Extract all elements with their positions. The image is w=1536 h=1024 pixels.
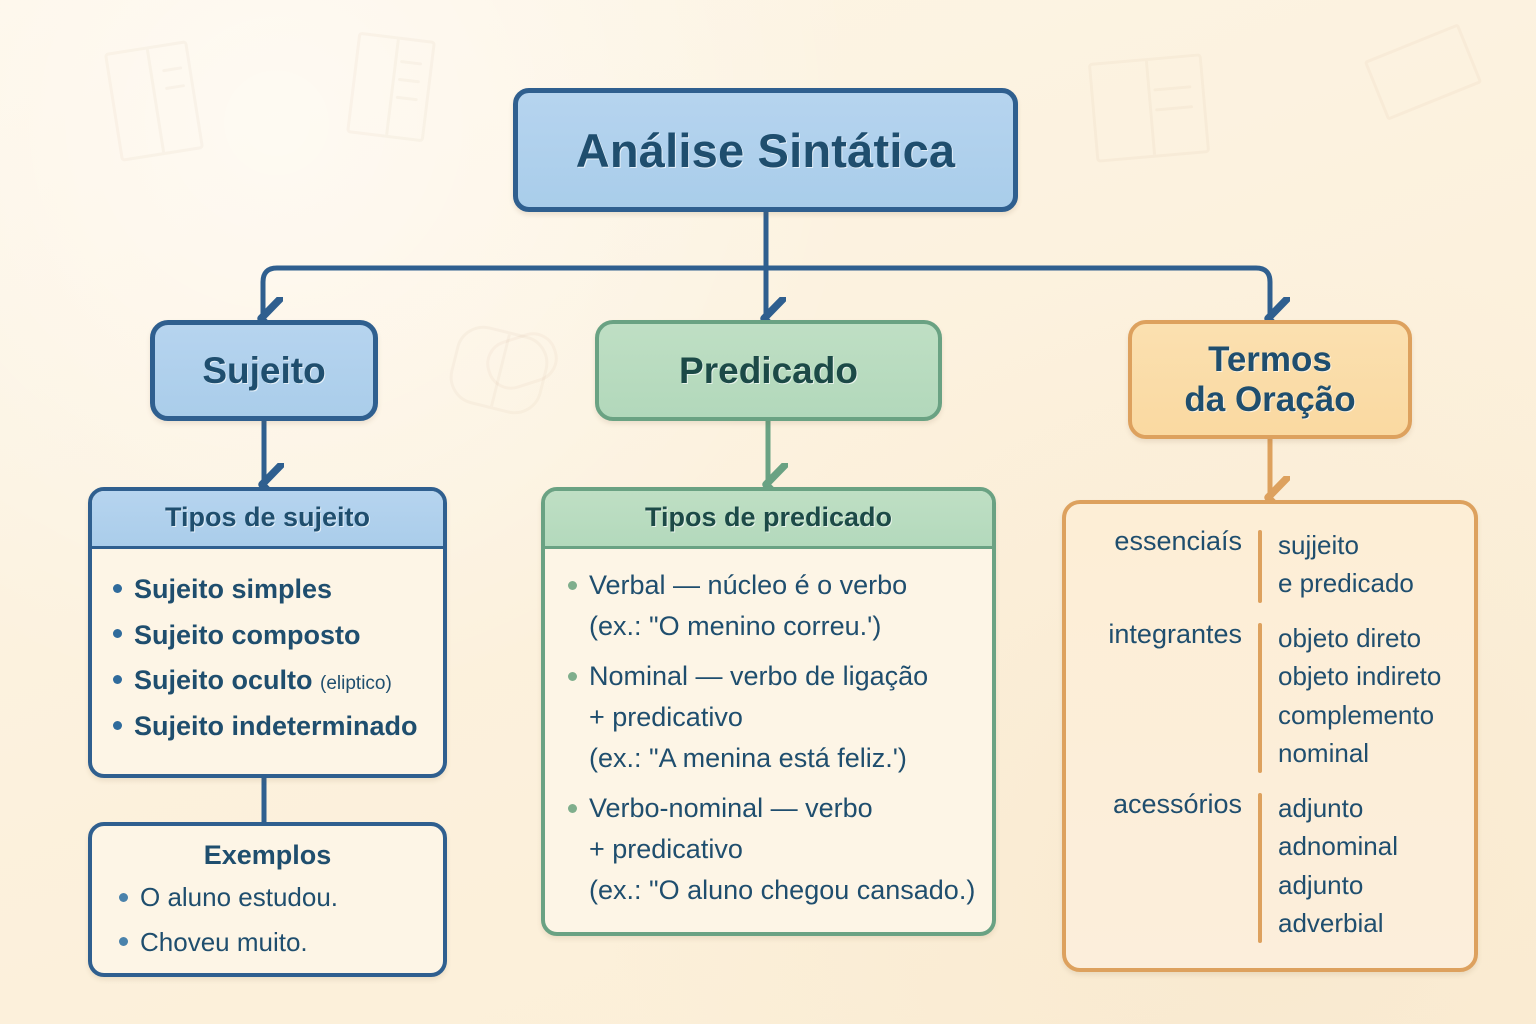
- termo-values: sujjeito e predicado: [1262, 526, 1414, 603]
- card-tipos-de-predicado-body: Verbal — núcleo é o verbo (ex.: "O menin…: [545, 549, 992, 911]
- exemplo-label: Choveu muito.: [140, 926, 308, 957]
- termo-value: sujjeito: [1278, 530, 1359, 560]
- termo-key-essenciais: essenciaís: [1114, 526, 1242, 556]
- list-item: Choveu muito.: [110, 920, 435, 965]
- tipo-predicado-label-cont: + predicativo: [589, 834, 743, 865]
- branch-node-predicado-label: Predicado: [679, 349, 858, 391]
- termo-value: adnominal: [1278, 831, 1398, 862]
- card-exemplos-body: O aluno estudou. Choveu muito.: [92, 871, 443, 964]
- branch-node-sujeito[interactable]: Sujeito: [150, 320, 378, 421]
- termo-key-integrantes: integrantes: [1108, 618, 1242, 649]
- termo-key-acessorios: acessórios: [1112, 788, 1242, 819]
- branch-node-predicado[interactable]: Predicado: [595, 320, 942, 421]
- card-tipos-de-sujeito-body: Sujeito simples Sujeito composto Sujeito…: [92, 549, 443, 750]
- card-tipos-de-predicado: Tipos de predicado Verbal — núcleo é o v…: [541, 487, 996, 936]
- tipo-sujeito-label: Sujeito composto: [134, 619, 361, 650]
- branch-node-termos-line1: Termos: [1208, 340, 1332, 380]
- termo-row: integrantes objeto direto objeto indiret…: [1080, 619, 1458, 773]
- termo-value: objeto direto: [1278, 622, 1422, 653]
- root-node-label: Análise Sintática: [575, 123, 956, 177]
- termo-row: essenciaís sujjeito e predicado: [1080, 526, 1458, 603]
- termo-value: adjunto: [1278, 869, 1364, 900]
- list-item: Sujeito indeterminado: [104, 704, 435, 750]
- branch-node-termos-line2: da Oração: [1184, 379, 1356, 419]
- list-item: Nominal — verbo de ligação + predicativo…: [559, 656, 988, 779]
- termo-value: adjunto: [1278, 792, 1364, 823]
- tipo-predicado-example: (ex.: "O menino correu.'): [589, 611, 882, 642]
- card-exemplos: Exemplos O aluno estudou. Choveu muito.: [88, 822, 447, 977]
- termo-value: complemento: [1278, 699, 1435, 730]
- termo-divider: [1258, 792, 1262, 943]
- list-item: Sujeito oculto (eliptico): [104, 658, 435, 704]
- branch-node-termos-label: Termos da Oração: [1184, 340, 1355, 418]
- termo-row: acessórios adjunto adnominal adjunto adv…: [1080, 789, 1458, 943]
- tipo-predicado-label-cont: + predicativo: [589, 702, 743, 733]
- exemplo-label: O aluno estudou.: [140, 882, 339, 912]
- panel-termos-da-oracao: essenciaís sujjeito e predicado integran…: [1062, 500, 1478, 972]
- tipo-sujeito-note: (eliptico): [320, 673, 392, 695]
- list-item: Sujeito simples: [104, 567, 435, 613]
- list-item: Verbal — núcleo é o verbo (ex.: "O menin…: [559, 565, 988, 647]
- tipo-predicado-label: Verbal — núcleo é o verbo: [589, 570, 908, 600]
- termo-divider: [1258, 622, 1262, 773]
- card-exemplos-title: Exemplos: [203, 840, 332, 870]
- tipo-predicado-label: Verbo-nominal — verbo: [589, 793, 873, 824]
- list-item: Sujeito composto: [104, 613, 435, 659]
- tipo-sujeito-label: Sujeito indeterminado: [134, 710, 418, 741]
- termo-values: adjunto adnominal adjunto adverbial: [1262, 789, 1398, 943]
- branch-node-termos-da-oracao[interactable]: Termos da Oração: [1128, 320, 1412, 439]
- tipo-predicado-example: (ex.: "O aluno chegou cansado.): [589, 875, 976, 906]
- termo-value: nominal: [1278, 738, 1370, 769]
- termo-value: e predicado: [1278, 568, 1414, 599]
- list-item: Verbo-nominal — verbo + predicativo (ex.…: [559, 788, 988, 911]
- list-item: O aluno estudou.: [110, 875, 435, 920]
- termo-value: adverbial: [1278, 908, 1384, 939]
- card-tipos-de-sujeito: Tipos de sujeito Sujeito simples Sujeito…: [88, 487, 447, 778]
- termo-value: objeto indireto: [1278, 661, 1442, 692]
- termo-values: objeto direto objeto indireto complement…: [1262, 619, 1441, 773]
- card-tipos-de-predicado-header: Tipos de predicado: [545, 491, 992, 549]
- termo-divider: [1258, 530, 1262, 603]
- card-tipos-de-sujeito-header: Tipos de sujeito: [92, 491, 443, 549]
- tipo-predicado-label: Nominal — verbo de ligação: [589, 661, 929, 692]
- tipo-predicado-example: (ex.: "A menina está feliz.'): [589, 743, 907, 774]
- root-node-analise-sintatica[interactable]: Análise Sintática: [513, 88, 1018, 212]
- tipo-sujeito-label: Sujeito oculto: [134, 665, 313, 696]
- branch-node-sujeito-label: Sujeito: [202, 349, 326, 391]
- tipo-sujeito-label: Sujeito simples: [134, 574, 333, 604]
